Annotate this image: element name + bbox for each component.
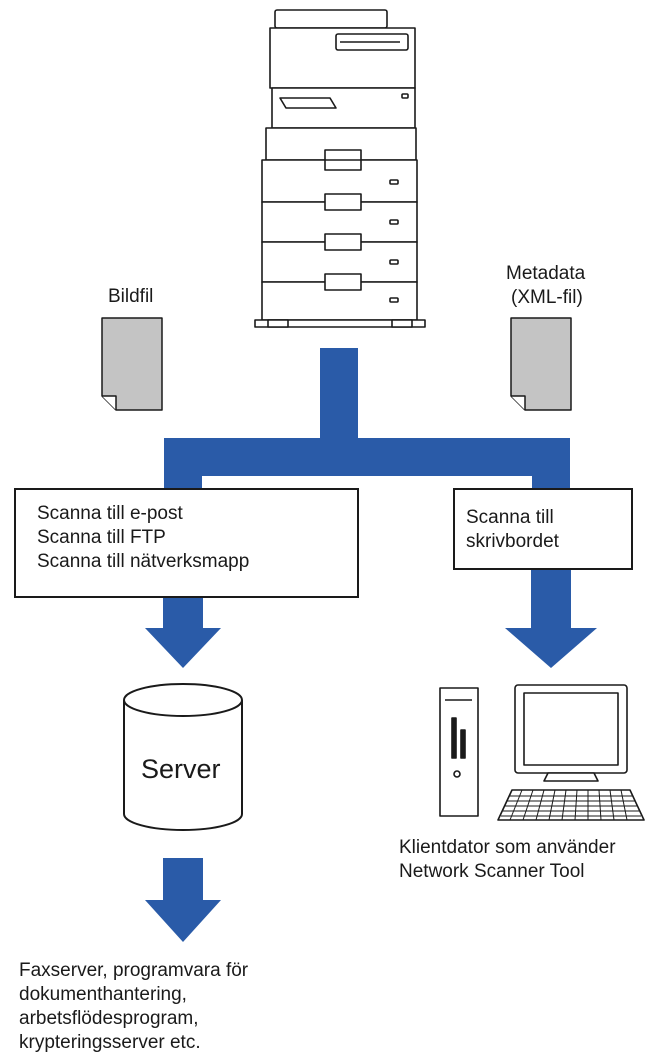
flow-branch — [164, 438, 570, 476]
scan-to-network-folder-label: Scanna till nätverksmapp — [37, 551, 250, 572]
scan-destinations-box: Scanna till e-post Scanna till FTP Scann… — [14, 488, 359, 598]
client-pc-caption-line2: Network Scanner Tool — [399, 861, 585, 882]
server-label: Server — [141, 754, 221, 784]
scan-to-desktop-line2: skrivbordet — [466, 531, 559, 552]
arrow-to-destinations — [145, 858, 221, 942]
flow-left-drop — [164, 438, 202, 488]
image-file-document-icon — [101, 317, 163, 411]
destinations-caption-line3: arbetsflödesprogram, — [19, 1008, 199, 1029]
destinations-caption-line2: dokumenthantering, — [19, 984, 187, 1005]
destinations-caption-line4: krypteringsserver etc. — [19, 1032, 201, 1053]
printer-icon — [254, 9, 426, 328]
client-pc-icon — [439, 684, 645, 821]
metadata-document-icon — [510, 317, 572, 411]
scan-to-email-label: Scanna till e-post — [37, 503, 183, 524]
client-pc-caption-line1: Klientdator som använder — [399, 837, 616, 858]
arrow-to-client-pc — [505, 570, 597, 668]
scan-to-desktop-line1: Scanna till — [466, 507, 554, 528]
flow-right-drop — [532, 438, 570, 488]
metadata-format-label: (XML-fil) — [511, 287, 583, 308]
metadata-label: Metadata — [506, 263, 586, 284]
image-file-label: Bildfil — [108, 286, 154, 307]
arrow-to-server — [145, 598, 221, 668]
scan-to-ftp-label: Scanna till FTP — [37, 527, 166, 548]
server-icon — [123, 683, 243, 831]
destinations-caption-line1: Faxserver, programvara för — [19, 960, 249, 981]
scan-to-desktop-box: Scanna till skrivbordet — [453, 488, 633, 570]
flow-trunk — [320, 348, 358, 438]
